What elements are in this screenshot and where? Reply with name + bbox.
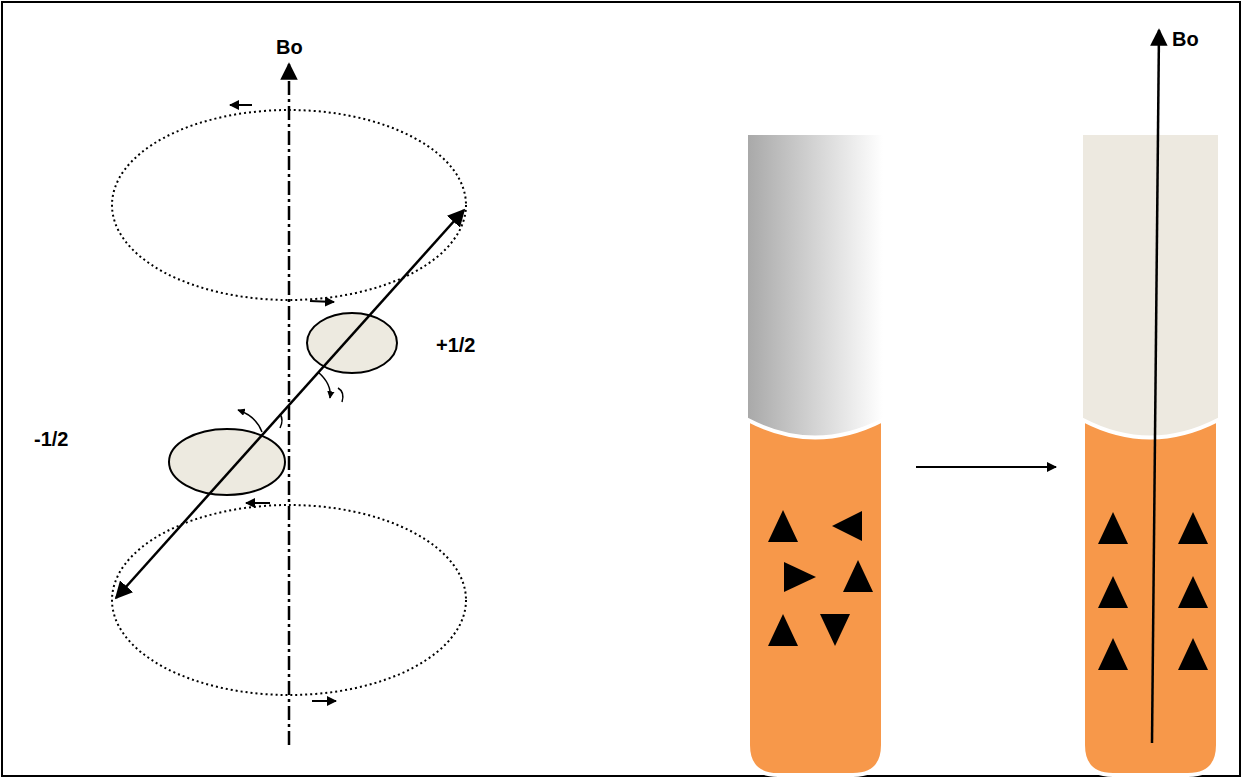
spin-label: +1/2 <box>436 334 475 356</box>
spin-label: -1/2 <box>34 428 68 450</box>
nmr-tube <box>1083 135 1218 775</box>
moment-arrow <box>116 210 464 598</box>
nucleus <box>169 429 285 495</box>
field-arrow <box>1152 30 1159 743</box>
direction-arrow <box>310 301 334 302</box>
direction-arrow <box>230 104 252 106</box>
direction-arrow <box>246 502 270 504</box>
spin-arrow <box>338 388 343 402</box>
direction-arrow <box>312 700 336 702</box>
precession-orbit <box>112 505 466 695</box>
spin-arrow <box>238 410 262 432</box>
nmr-tube <box>748 135 883 775</box>
nucleus <box>307 313 397 373</box>
field-label: Bo <box>1172 28 1199 50</box>
transition-arrow <box>916 466 1056 468</box>
spin-arrow <box>318 372 330 398</box>
precession-orbit <box>112 110 466 300</box>
field-label: Bo <box>276 36 303 58</box>
